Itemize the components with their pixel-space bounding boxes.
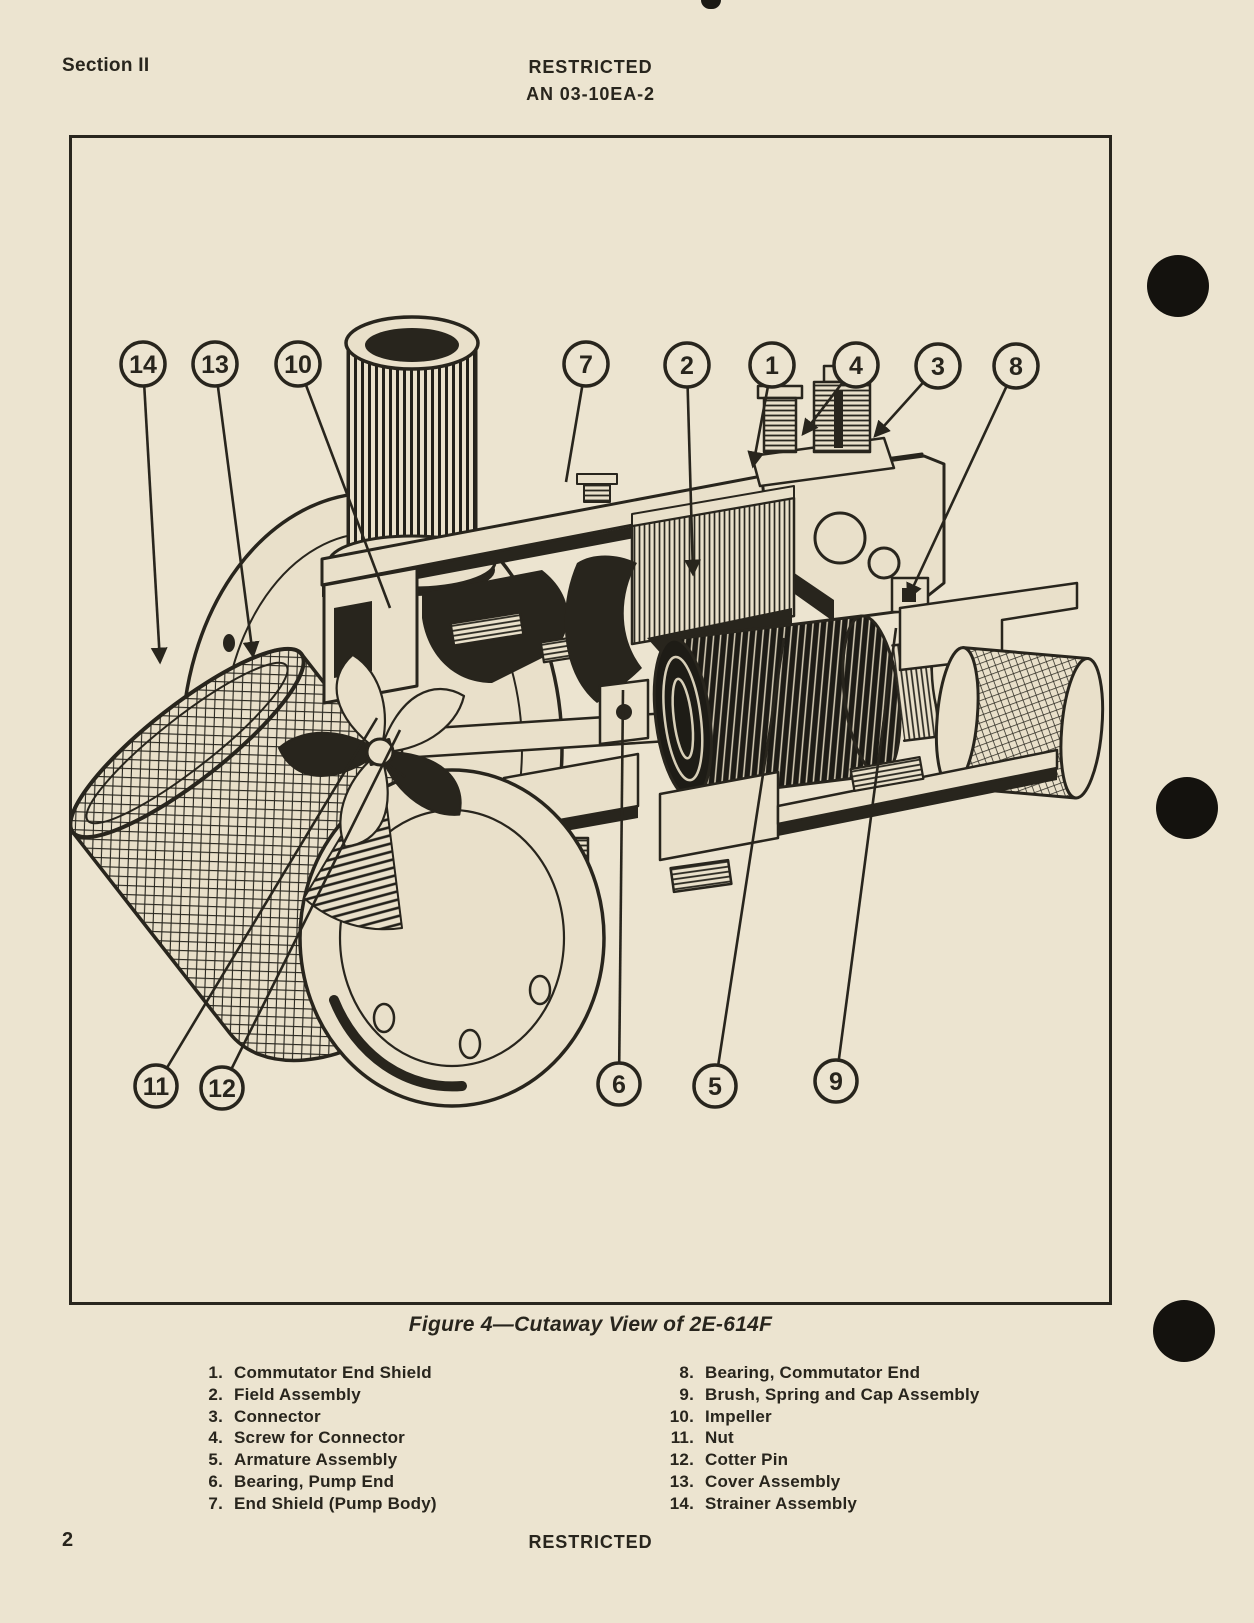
list-item: 5. Armature Assembly [180, 1449, 437, 1471]
item-number: 13. [669, 1471, 694, 1491]
item-name: Nut [705, 1428, 734, 1448]
list-item: 12. Cotter Pin [628, 1449, 980, 1471]
svg-text:8: 8 [1009, 353, 1023, 381]
item-name: Brush, Spring and Cap Assembly [705, 1384, 980, 1404]
item-name: Bearing, Commutator End [705, 1363, 921, 1382]
list-item: 3. Connector [180, 1406, 437, 1428]
item-number: 6. [208, 1471, 223, 1491]
item-name: Screw for Connector [234, 1428, 405, 1448]
field-assembly [564, 485, 796, 703]
callout-14: 14 [119, 340, 167, 388]
item-number: 14. [669, 1493, 694, 1513]
callout-6: 6 [596, 1061, 642, 1107]
list-item: 14. Strainer Assembly [628, 1493, 980, 1515]
callout-8: 8 [992, 342, 1040, 390]
figure-frame: 14 13 10 7 2 [69, 135, 1112, 1305]
callout-1: 1 [748, 341, 796, 389]
callouts: 14 13 10 7 2 [119, 340, 1040, 1111]
header-doc-number: AN 03-10EA-2 [526, 84, 655, 104]
binder-hole [1156, 777, 1218, 839]
item-number: 4. [208, 1428, 223, 1448]
callout-12: 12 [199, 1065, 245, 1111]
binder-hole [1147, 255, 1209, 317]
callout-10: 10 [274, 340, 322, 388]
item-number: 10. [669, 1406, 694, 1426]
footer-classification: RESTRICTED [528, 1532, 653, 1552]
item-number: 1. [208, 1363, 223, 1382]
item-name: Field Assembly [234, 1384, 361, 1404]
item-name: Cover Assembly [705, 1471, 841, 1491]
section-label: Section II [62, 55, 150, 76]
list-item: 2. Field Assembly [180, 1384, 437, 1406]
svg-text:10: 10 [284, 351, 312, 379]
svg-text:5: 5 [708, 1073, 722, 1101]
callout-2: 2 [663, 341, 711, 389]
item-name: Strainer Assembly [705, 1493, 858, 1513]
item-name: Cotter Pin [705, 1450, 789, 1470]
list-item: 1. Commutator End Shield [180, 1362, 437, 1384]
impeller [278, 653, 466, 848]
callout-9: 9 [813, 1058, 859, 1104]
item-number: 11. [670, 1428, 694, 1448]
svg-text:6: 6 [612, 1071, 626, 1099]
parts-list-left: 1. Commutator End Shield 2. Field Assembly… [180, 1362, 437, 1515]
item-name: Connector [234, 1406, 321, 1426]
item-name: Bearing, Pump End [234, 1471, 395, 1491]
lower-housing [502, 748, 1059, 894]
svg-text:2: 2 [680, 352, 694, 380]
item-name: Armature Assembly [234, 1450, 398, 1470]
list-item: 7. End Shield (Pump Body) [180, 1493, 437, 1515]
item-number: 2. [208, 1384, 223, 1404]
callout-7: 7 [562, 340, 610, 388]
item-number: 3. [208, 1406, 223, 1426]
callout-13: 13 [191, 340, 239, 388]
list-item: 10. Impeller [628, 1406, 980, 1428]
item-name: Commutator End Shield [234, 1363, 432, 1382]
item-number: 9. [679, 1384, 694, 1404]
item-number: 8. [679, 1363, 694, 1382]
list-item: 6. Bearing, Pump End [180, 1471, 437, 1493]
item-name: Impeller [705, 1406, 772, 1426]
svg-text:1: 1 [765, 352, 779, 380]
callout-4: 4 [832, 341, 880, 389]
binder-hole [1153, 1300, 1215, 1362]
svg-text:13: 13 [201, 351, 229, 379]
item-number: 12. [669, 1450, 694, 1470]
callout-3: 3 [914, 342, 962, 390]
list-item: 4. Screw for Connector [180, 1427, 437, 1449]
list-item: 11. Nut [628, 1427, 980, 1449]
item-number: 5. [208, 1450, 223, 1470]
item-name: End Shield (Pump Body) [234, 1493, 437, 1513]
leader-lines [141, 363, 1018, 1089]
svg-text:7: 7 [579, 351, 593, 379]
figure-caption: Figure 4—Cutaway View of 2E-614F [408, 1313, 773, 1336]
svg-text:14: 14 [129, 351, 157, 379]
svg-text:12: 12 [208, 1075, 236, 1103]
header-classification: RESTRICTED [528, 57, 653, 77]
scan-mark [701, 0, 721, 9]
cutaway-figure: 14 13 10 7 2 [72, 315, 1105, 1111]
page-number: 2 [62, 1529, 74, 1551]
list-item: 8. Bearing, Commutator End [628, 1362, 980, 1384]
svg-text:9: 9 [829, 1068, 843, 1096]
list-item: 9. Brush, Spring and Cap Assembly [628, 1384, 980, 1406]
item-number: 7. [208, 1493, 223, 1513]
svg-text:3: 3 [931, 353, 945, 381]
parts-list-right: 8. Bearing, Commutator End 9. Brush, Sprin… [628, 1362, 980, 1515]
list-item: 13. Cover Assembly [628, 1471, 980, 1493]
connector-and-screw [750, 364, 896, 488]
svg-text:11: 11 [143, 1073, 170, 1101]
callout-11: 11 [133, 1063, 179, 1109]
callout-5: 5 [692, 1063, 738, 1109]
svg-text:4: 4 [849, 352, 863, 380]
